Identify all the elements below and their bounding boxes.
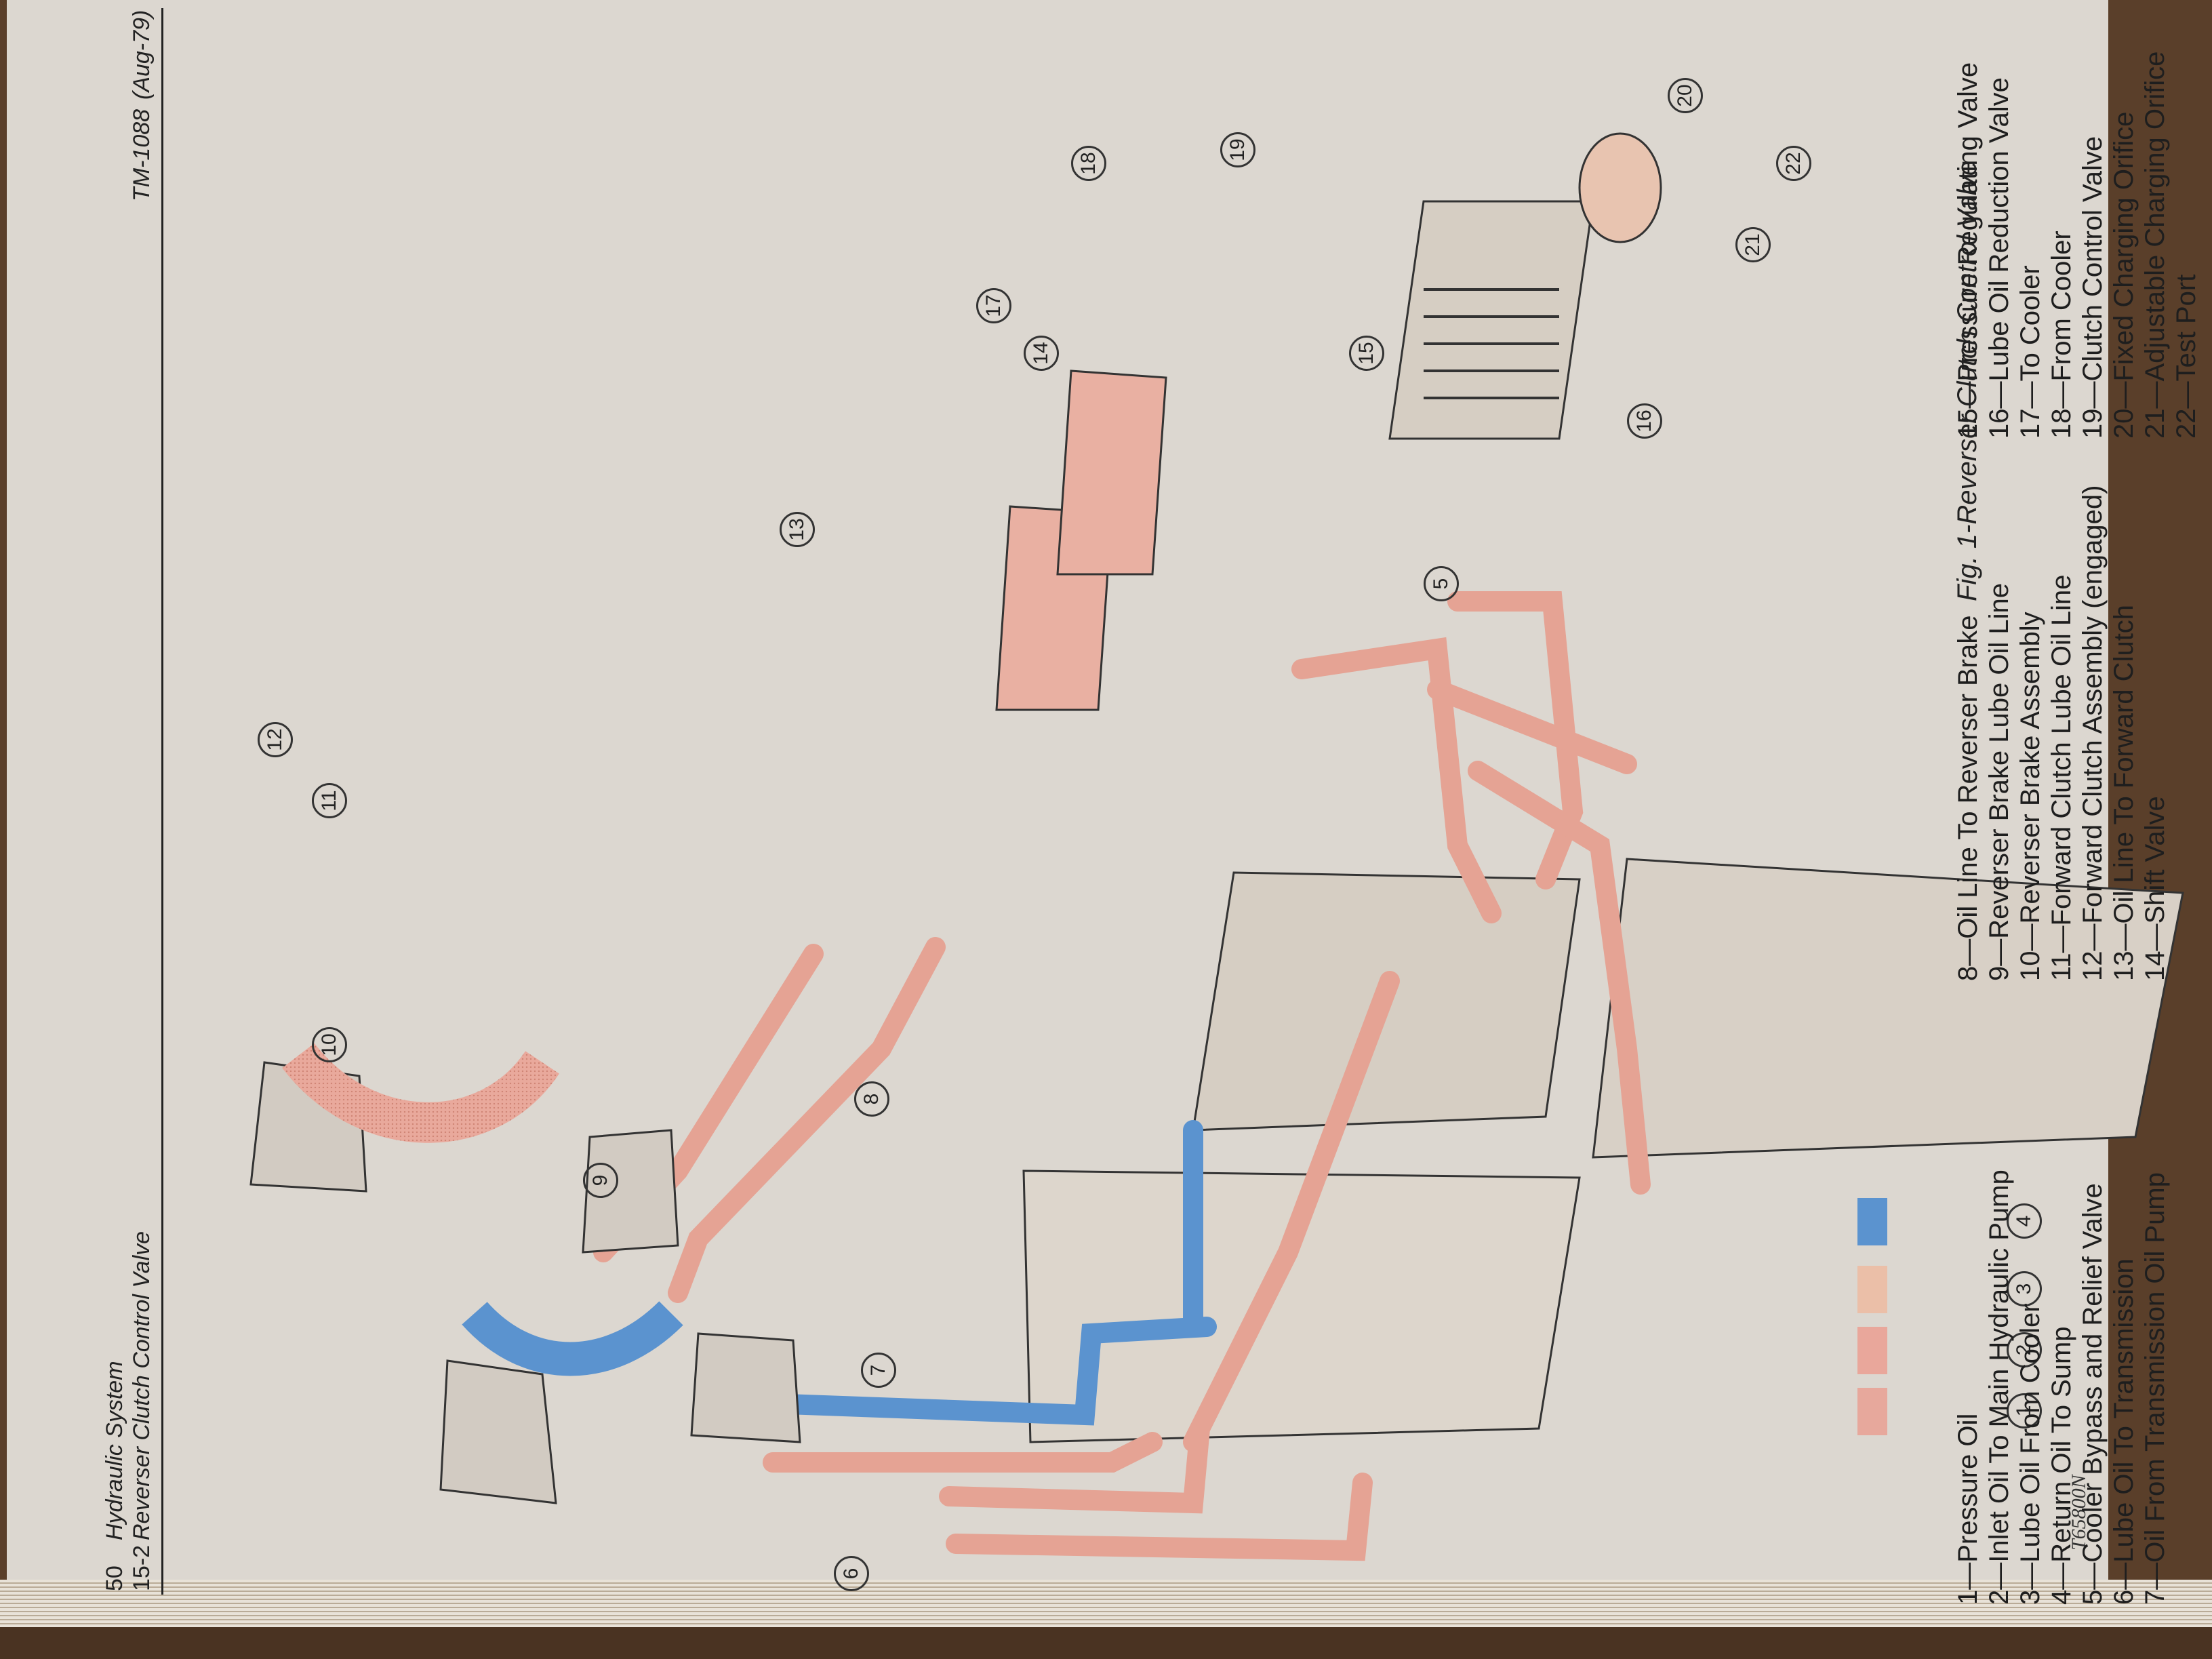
legend-item: 3—Lube Oil From Cooler <box>2015 1303 2045 1605</box>
callout-10: 10 <box>312 1027 347 1062</box>
legend-item: 6—Lube Oil To Transmission <box>2109 1258 2139 1605</box>
callout-18: 18 <box>1071 146 1106 181</box>
callout-13: 13 <box>780 512 815 547</box>
callout-19: 19 <box>1220 132 1255 167</box>
legend-item: 20—Fixed Charging Orifice <box>2109 111 2139 439</box>
callout-12: 12 <box>258 722 293 757</box>
callout-14: 14 <box>1024 336 1059 371</box>
callout-17: 17 <box>976 288 1011 323</box>
swatch-3 <box>1857 1266 1887 1313</box>
legend-column-3: 15—Pressure Regulating Valve 16—Lube Oil… <box>1952 5 2202 439</box>
legend-item: 4—Return Oil To Sump <box>2047 1326 2076 1605</box>
legend-item: 5—Cooler Bypass and Relief Valve <box>2078 1183 2108 1605</box>
table-surface <box>0 1627 2212 1659</box>
callout-21: 21 <box>1735 227 1771 262</box>
callout-8: 8 <box>854 1081 889 1117</box>
legend-item: 1—Pressure Oil <box>1953 1413 1983 1605</box>
callout-9: 9 <box>583 1163 618 1198</box>
legend-item: 2—Inlet Oil To Main Hydraulic Pump <box>1984 1170 2014 1605</box>
callout-15: 15 <box>1349 336 1384 371</box>
callout-5: 5 <box>1424 566 1459 601</box>
callout-16: 16 <box>1627 403 1662 439</box>
callout-7: 7 <box>861 1353 896 1388</box>
callout-22: 22 <box>1776 146 1811 181</box>
legend-item: 7—Oil From Transmission Oil Pump <box>2140 1172 2170 1605</box>
legend-item: 17—To Cooler <box>2015 265 2045 439</box>
legend-item: 19—Clutch Control Valve <box>2078 136 2108 439</box>
legend-item: 16—Lube Oil Reduction Valve <box>1984 77 2014 439</box>
swatch-2 <box>1857 1327 1887 1374</box>
legend-item: 21—Adjustable Charging Orifice <box>2140 51 2170 439</box>
figure-caption: Fig. 1-Reverser Clutch Control Valve <box>1952 161 1982 601</box>
callout-11: 11 <box>312 783 347 818</box>
callout-20: 20 <box>1668 78 1703 113</box>
callout-6: 6 <box>834 1556 869 1591</box>
legend-item: 18—From Cooler <box>2047 231 2076 439</box>
swatch-1 <box>1857 1388 1887 1435</box>
page-edges <box>0 1580 2212 1627</box>
swatch-4 <box>1857 1198 1887 1245</box>
legend-column-1: 1—Pressure Oil 2—Inlet Oil To Main Hydra… <box>1952 927 2171 1605</box>
legend-item: 22—Test Port <box>2171 274 2201 439</box>
